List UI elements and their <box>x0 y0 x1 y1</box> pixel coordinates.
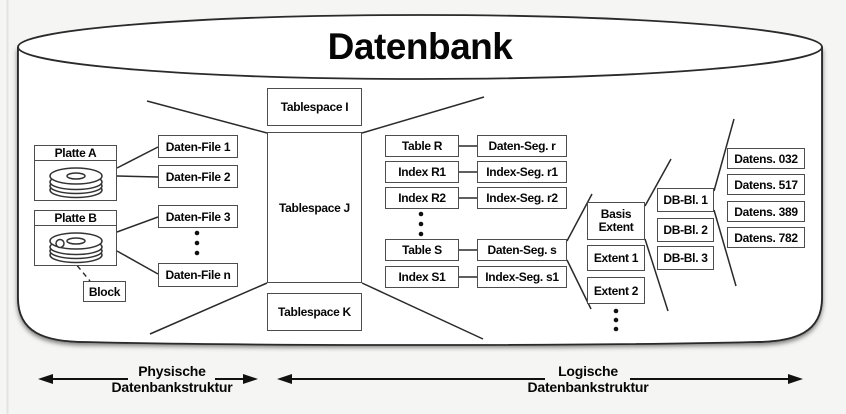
segment-box: Index-Seg. r2 <box>477 187 567 209</box>
disk-a-box: Platte A <box>34 145 117 201</box>
tablespace-fan-lines <box>146 96 485 340</box>
index-box: Index R1 <box>385 161 459 183</box>
physical-structure-label: Physische Datenbankstruktur <box>92 363 252 395</box>
tablespace-box: Tablespace J <box>267 132 362 283</box>
logical-range-arrow <box>277 374 803 384</box>
table-box: Table S <box>385 239 459 261</box>
record-box: Datens. 782 <box>727 227 805 248</box>
disk-a-label: Platte A <box>35 146 116 161</box>
tablespace-box: Tablespace K <box>267 293 362 331</box>
index-box: Index R2 <box>385 187 459 209</box>
data-file-box: Daten-File 1 <box>158 135 238 158</box>
logical-structure-line1: Logische <box>558 363 618 379</box>
disk-icon <box>48 232 103 264</box>
ellipsis-dots <box>194 211 619 332</box>
record-box: Datens. 389 <box>727 201 805 222</box>
record-box: Datens. 032 <box>727 148 805 169</box>
table-segment-connectors <box>459 145 477 278</box>
block-marker-icon <box>54 238 65 249</box>
data-file-box: Daten-File n <box>158 263 238 287</box>
segment-box: Index-Seg. s1 <box>477 266 567 288</box>
segment-box: Index-Seg. r1 <box>477 161 567 183</box>
extent-dbblock-fan <box>644 158 672 312</box>
physical-range-arrow <box>38 374 258 384</box>
physical-structure-line2: Datenbankstruktur <box>111 379 233 395</box>
db-block-box: DB-Bl. 3 <box>657 246 714 270</box>
disk-b-box: Platte B <box>34 210 117 266</box>
disk-file-connectors <box>116 146 159 275</box>
disk-b-label: Platte B <box>35 211 116 226</box>
table-box: Table R <box>385 135 459 157</box>
db-block-box: DB-Bl. 1 <box>657 188 714 212</box>
data-file-box: Daten-File 3 <box>158 205 238 228</box>
disk-icon <box>48 167 103 199</box>
tablespace-box: Tablespace I <box>267 88 362 126</box>
segment-box: Daten-Seg. r <box>477 135 567 157</box>
database-title: Datenbank <box>327 26 513 67</box>
data-file-box: Daten-File 2 <box>158 165 238 188</box>
db-block-box: DB-Bl. 2 <box>657 218 714 242</box>
logical-structure-label: Logische Datenbankstruktur <box>508 363 668 395</box>
extent-box: Extent 2 <box>587 277 645 304</box>
extent-box: Extent 1 <box>587 245 645 271</box>
logical-structure-line2: Datenbankstruktur <box>527 379 649 395</box>
record-box: Datens. 517 <box>727 174 805 195</box>
segment-box: Daten-Seg. s <box>477 239 567 261</box>
extent-box: Basis Extent <box>587 202 645 240</box>
index-box: Index S1 <box>385 266 459 288</box>
block-pointer-line <box>59 244 91 282</box>
physical-structure-line1: Physische <box>138 363 206 379</box>
block-box: Block <box>83 281 126 302</box>
dbblock-record-fan <box>713 118 737 287</box>
